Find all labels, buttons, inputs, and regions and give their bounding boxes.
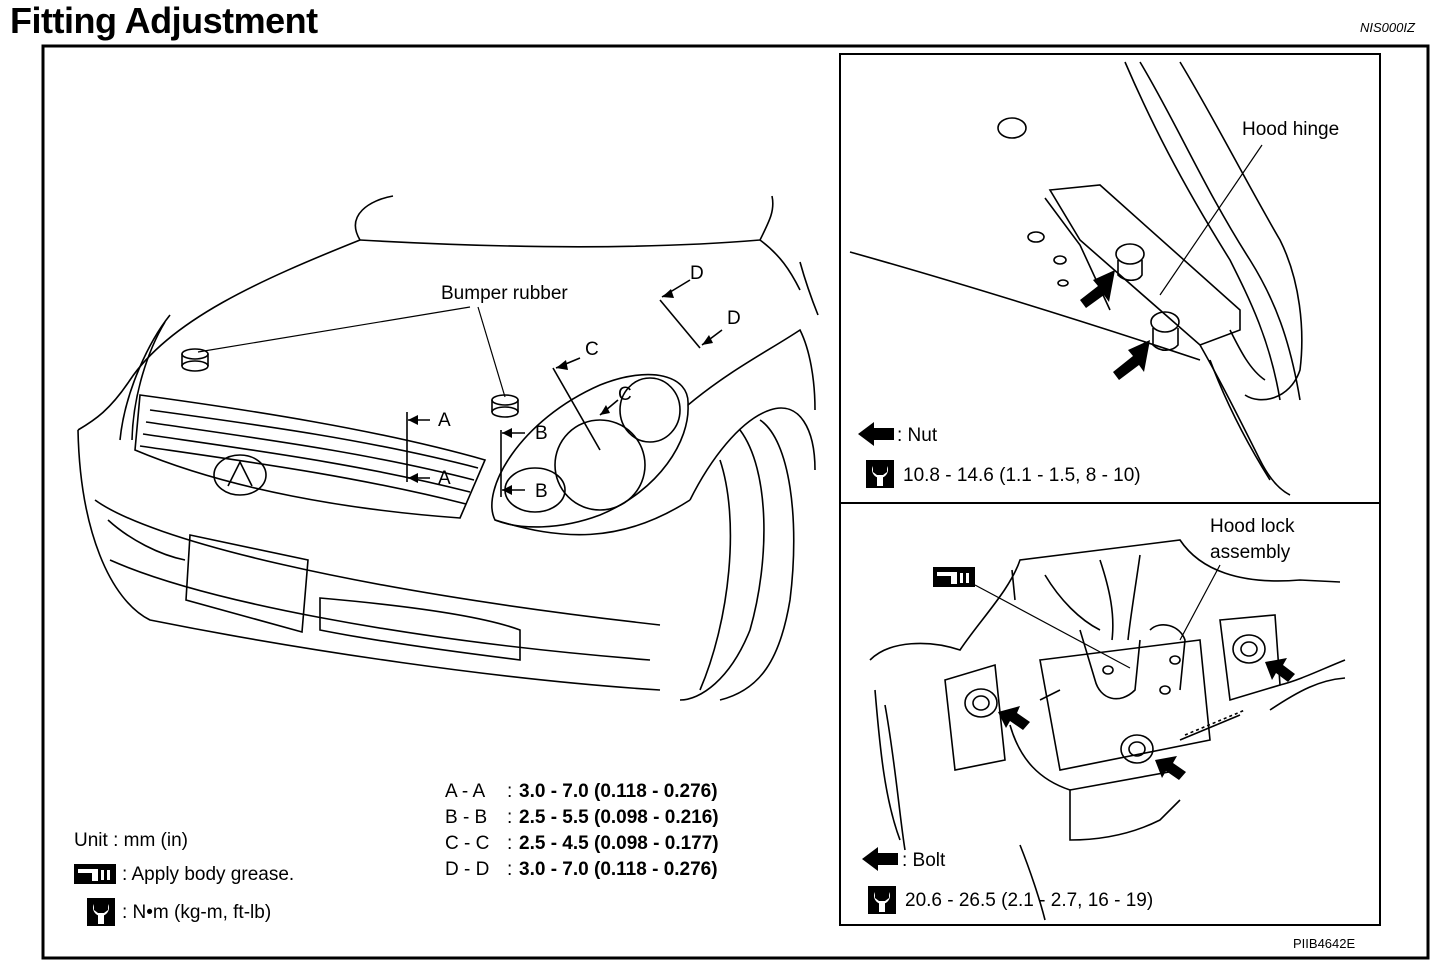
callout-c-lower: C xyxy=(618,384,632,405)
outer-frame xyxy=(41,44,1430,960)
lock-panel xyxy=(839,502,1381,926)
hood-lock-drawing xyxy=(869,539,1346,921)
torque-wrench-icon xyxy=(866,460,894,488)
spec-sep: : xyxy=(507,781,512,802)
spec-value: 3.0 - 7.0 (0.118 - 0.276) xyxy=(519,781,718,802)
section-code: NIS000IZ xyxy=(1360,20,1415,35)
bumper-rubber-leaders xyxy=(197,306,506,398)
spec-sep: : xyxy=(507,859,512,880)
hinge-nut-arrows xyxy=(1080,270,1150,380)
callout-b-upper: B xyxy=(535,423,548,444)
torque-unit-legend: : N•m (kg-m, ft-lb) xyxy=(122,902,271,923)
unit-label: Unit : mm (in) xyxy=(74,830,188,851)
spec-value: 3.0 - 7.0 (0.118 - 0.276) xyxy=(519,859,718,880)
callout-d-upper: D xyxy=(690,263,704,284)
spec-sep: : xyxy=(507,807,512,828)
lock-torque-value: 20.6 - 26.5 (2.1 - 2.7, 16 - 19) xyxy=(905,890,1153,911)
hood-hinge-label: Hood hinge xyxy=(1242,119,1339,140)
spec-key: B - B xyxy=(445,807,487,828)
torque-wrench-icon xyxy=(868,886,896,914)
callout-d-lower: D xyxy=(727,308,741,329)
hood-hinge-drawing xyxy=(849,61,1303,496)
bumper-rubber-label: Bumper rubber xyxy=(441,283,568,304)
arrow-left-icon xyxy=(858,422,894,446)
hinge-fastener-legend: : Nut xyxy=(897,425,938,446)
spec-key: A - A xyxy=(445,781,485,802)
spec-value: 2.5 - 5.5 (0.098 - 0.216) xyxy=(519,807,719,828)
hood-hinge-leader xyxy=(1159,144,1263,296)
lock-leaders xyxy=(974,564,1221,669)
hood-lock-label: Hood lock xyxy=(1210,516,1295,537)
torque-wrench-icon xyxy=(87,898,115,926)
page-title: Fitting Adjustment xyxy=(10,0,318,41)
spec-key: D - D xyxy=(445,859,489,880)
callout-c-upper: C xyxy=(585,339,599,360)
hood-lock-label-2: assembly xyxy=(1210,542,1291,563)
arrow-left-icon xyxy=(862,847,898,871)
grease-gun-icon xyxy=(74,864,116,884)
gap-arrowheads xyxy=(408,289,713,495)
spec-key: C - C xyxy=(445,833,489,854)
hinge-torque-value: 10.8 - 14.6 (1.1 - 1.5, 8 - 10) xyxy=(903,465,1141,486)
car-front-drawing xyxy=(77,195,819,701)
spec-value: 2.5 - 4.5 (0.098 - 0.177) xyxy=(519,833,719,854)
gap-markers xyxy=(406,279,723,497)
grease-gun-icon xyxy=(933,567,975,587)
clearance-specs: A - A : 3.0 - 7.0 (0.118 - 0.276) B - B … xyxy=(445,781,719,880)
lock-bolt-arrows xyxy=(998,658,1295,780)
figure-code: PIIB4642E xyxy=(1293,936,1356,951)
spec-sep: : xyxy=(507,833,512,854)
lock-fastener-legend: : Bolt xyxy=(902,850,946,871)
callout-a-lower: A xyxy=(438,468,451,489)
callout-b-lower: B xyxy=(535,481,548,502)
grease-legend: : Apply body grease. xyxy=(122,864,294,885)
callout-a-upper: A xyxy=(438,410,451,431)
